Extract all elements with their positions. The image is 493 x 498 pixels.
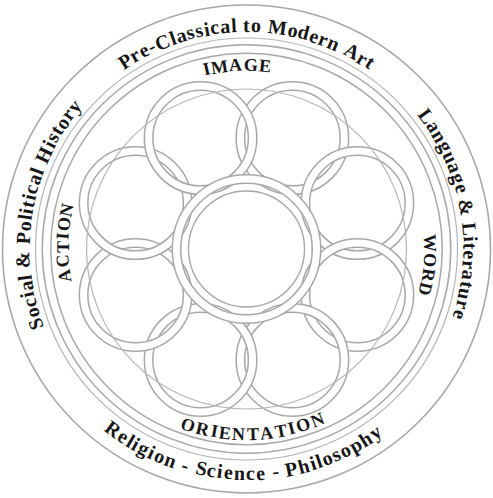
letter: a (219, 16, 231, 37)
letter: E (258, 56, 272, 75)
letter: c (209, 17, 221, 38)
letter: P (12, 232, 33, 245)
letter: r (460, 260, 481, 270)
letter: e (460, 250, 480, 259)
letter: e (255, 462, 265, 483)
interlaced-loops (84, 86, 410, 412)
letter: e (223, 462, 233, 483)
letter: R (194, 418, 211, 439)
letter: C (53, 254, 72, 268)
letter: & (455, 197, 478, 217)
center-band (177, 179, 317, 319)
outer-circle (3, 5, 491, 493)
letter: R (419, 268, 439, 283)
center-band-fill (177, 179, 317, 319)
letter: t (243, 15, 250, 35)
letter: - (180, 454, 192, 475)
letter: N (57, 201, 77, 218)
letter: n (233, 463, 245, 483)
letter: & (12, 251, 33, 269)
letter: A (55, 268, 75, 283)
letter: i (216, 461, 224, 482)
letter: - (270, 461, 279, 482)
letter: o (13, 220, 34, 232)
ring-band-fill (47, 49, 447, 449)
letter: i (460, 236, 480, 242)
letter: O (421, 253, 440, 268)
letter: O (54, 216, 74, 232)
ring-line (36, 38, 458, 460)
letter: l (230, 15, 237, 35)
letter: G (244, 56, 258, 74)
letter (12, 245, 32, 250)
letter: a (458, 269, 479, 281)
letter: I (209, 422, 219, 441)
center-circle (189, 191, 305, 307)
letter: c (246, 463, 255, 483)
letter: E (218, 423, 232, 442)
letter: L (459, 221, 480, 236)
letter: o (251, 15, 262, 35)
letter: T (53, 241, 71, 253)
letter: t (460, 243, 480, 250)
letter: N (232, 425, 246, 444)
letter: A (229, 56, 243, 75)
letter: I (54, 232, 72, 240)
letter: W (421, 233, 440, 252)
letter: M (267, 16, 288, 38)
ring-line (87, 89, 407, 409)
ring-band (47, 49, 447, 449)
letter: A (259, 423, 274, 442)
letter (237, 15, 243, 35)
letter: T (247, 425, 260, 443)
letter: M (210, 57, 229, 77)
letter: D (416, 281, 436, 298)
